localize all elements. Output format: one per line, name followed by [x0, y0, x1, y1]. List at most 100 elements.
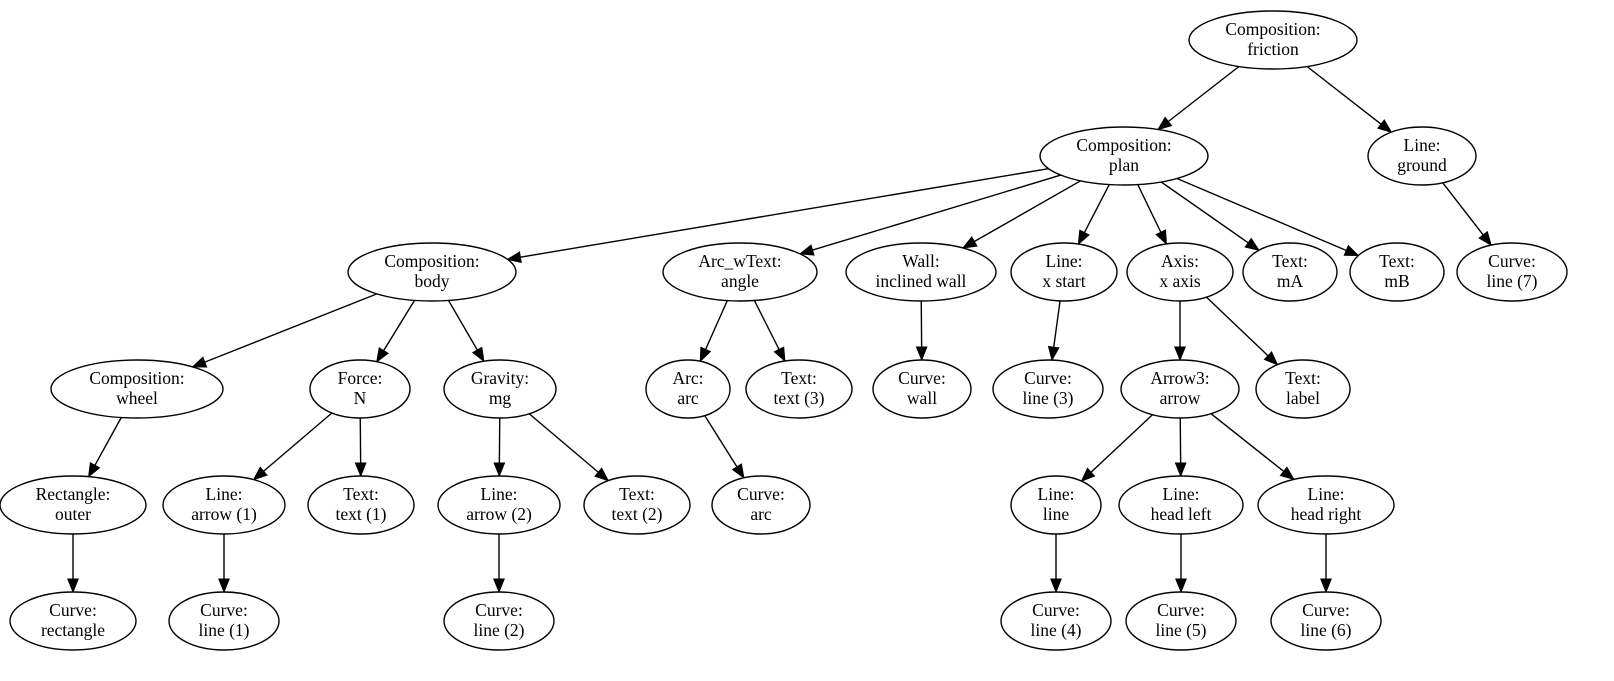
edge-wheel-to-rect_outer: [94, 417, 122, 466]
edge-arrowhead-wheel: [191, 356, 208, 368]
node-ellipse-curve_arc[interactable]: [711, 475, 811, 535]
node-type-label-curve_rect: Curve:: [49, 600, 97, 620]
node-ellipse-body[interactable]: [347, 242, 517, 302]
node-name-label-line4: line (4): [1030, 620, 1081, 640]
node-force_N[interactable]: Force:N: [309, 359, 411, 419]
node-name-label-wheel: wheel: [116, 388, 158, 408]
node-ellipse-inclined_wall[interactable]: [845, 242, 997, 302]
node-gravity_mg[interactable]: Gravity:mg: [443, 359, 557, 419]
node-name-label-mA: mA: [1277, 271, 1304, 291]
node-ellipse-plan[interactable]: [1039, 126, 1209, 186]
node-ellipse-line2[interactable]: [443, 591, 555, 651]
node-ellipse-mB[interactable]: [1349, 242, 1445, 302]
node-curve_arc[interactable]: Curve:arc: [711, 475, 811, 535]
nodes-layer: Composition:frictionComposition:planLine…: [0, 10, 1568, 651]
edge-x_axis-to-label: [1205, 296, 1269, 357]
node-type-label-force_N: Force:: [338, 368, 383, 388]
node-friction[interactable]: Composition:friction: [1188, 10, 1358, 70]
node-arrow1[interactable]: Line:arrow (1): [162, 475, 286, 535]
node-text2[interactable]: Text:text (2): [583, 475, 691, 535]
node-text3[interactable]: Text:text (3): [745, 359, 853, 419]
node-ellipse-label[interactable]: [1255, 359, 1351, 419]
node-ellipse-head_right[interactable]: [1257, 475, 1395, 535]
node-arrow3[interactable]: Arrow3:arrow: [1120, 359, 1240, 419]
node-type-label-line5: Curve:: [1157, 600, 1205, 620]
node-type-label-line7: Curve:: [1488, 251, 1536, 271]
node-line5[interactable]: Curve:line (5): [1125, 591, 1237, 651]
node-type-label-line4: Curve:: [1032, 600, 1080, 620]
node-line4[interactable]: Curve:line (4): [1000, 591, 1112, 651]
node-arc[interactable]: Arc:arc: [645, 359, 731, 419]
node-x_start[interactable]: Line:x start: [1010, 242, 1118, 302]
node-plan[interactable]: Composition:plan: [1039, 126, 1209, 186]
node-ellipse-line6[interactable]: [1270, 591, 1382, 651]
node-line2[interactable]: Curve:line (2): [443, 591, 555, 651]
node-line6[interactable]: Curve:line (6): [1270, 591, 1382, 651]
node-ellipse-x_axis[interactable]: [1126, 242, 1234, 302]
node-ellipse-text2[interactable]: [583, 475, 691, 535]
node-ellipse-angle[interactable]: [662, 242, 818, 302]
edge-arrowhead-head_right: [1279, 466, 1295, 481]
node-text1[interactable]: Text:text (1): [307, 475, 415, 535]
node-ellipse-gravity_mg[interactable]: [443, 359, 557, 419]
node-type-label-line3: Curve:: [1024, 368, 1072, 388]
node-x_axis[interactable]: Axis:x axis: [1126, 242, 1234, 302]
edge-arrowhead-inclined_wall: [961, 236, 978, 249]
node-ellipse-curve_rect[interactable]: [9, 591, 137, 651]
node-name-label-angle: angle: [721, 271, 759, 291]
node-ellipse-friction[interactable]: [1188, 10, 1358, 70]
node-curve_wall[interactable]: Curve:wall: [872, 359, 972, 419]
node-ellipse-line3[interactable]: [992, 359, 1104, 419]
node-head_left[interactable]: Line:head left: [1118, 475, 1244, 535]
node-ellipse-line_line[interactable]: [1010, 475, 1102, 535]
edge-arrowhead-line3: [1047, 345, 1060, 362]
node-ellipse-line5[interactable]: [1125, 591, 1237, 651]
edges-layer: [67, 65, 1493, 594]
edge-force_N-to-arrow1: [263, 412, 333, 472]
node-name-label-label: label: [1286, 388, 1320, 408]
node-name-label-line2: line (2): [473, 620, 524, 640]
node-ground[interactable]: Line:ground: [1367, 126, 1477, 186]
node-curve_rect[interactable]: Curve:rectangle: [9, 591, 137, 651]
node-ellipse-rect_outer[interactable]: [0, 475, 147, 535]
node-ellipse-curve_wall[interactable]: [872, 359, 972, 419]
node-inclined_wall[interactable]: Wall:inclined wall: [845, 242, 997, 302]
node-ellipse-line7[interactable]: [1456, 242, 1568, 302]
edge-arrowhead-line4: [1050, 578, 1062, 594]
node-head_right[interactable]: Line:head right: [1257, 475, 1395, 535]
node-ellipse-force_N[interactable]: [309, 359, 411, 419]
node-arrow2[interactable]: Line:arrow (2): [437, 475, 561, 535]
node-rect_outer[interactable]: Rectangle:outer: [0, 475, 147, 535]
node-line1[interactable]: Curve:line (1): [168, 591, 280, 651]
node-body[interactable]: Composition:body: [347, 242, 517, 302]
node-ellipse-arc[interactable]: [645, 359, 731, 419]
node-name-label-line3: line (3): [1022, 388, 1073, 408]
node-wheel[interactable]: Composition:wheel: [50, 359, 224, 419]
node-ellipse-text3[interactable]: [745, 359, 853, 419]
node-mA[interactable]: Text:mA: [1242, 242, 1338, 302]
edge-plan-to-x_start: [1083, 184, 1110, 233]
edge-arrowhead-text1: [354, 462, 367, 478]
node-label[interactable]: Text:label: [1255, 359, 1351, 419]
edge-arrowhead-arc: [699, 346, 712, 363]
node-ellipse-x_start[interactable]: [1010, 242, 1118, 302]
node-mB[interactable]: Text:mB: [1349, 242, 1445, 302]
node-ellipse-mA[interactable]: [1242, 242, 1338, 302]
node-name-label-plan: plan: [1109, 155, 1139, 175]
node-type-label-angle: Arc_wText:: [698, 251, 781, 271]
node-ellipse-head_left[interactable]: [1118, 475, 1244, 535]
node-ellipse-text1[interactable]: [307, 475, 415, 535]
node-ellipse-line4[interactable]: [1000, 591, 1112, 651]
node-ellipse-arrow2[interactable]: [437, 475, 561, 535]
node-line3[interactable]: Curve:line (3): [992, 359, 1104, 419]
edge-arrowhead-mA: [1244, 237, 1260, 252]
node-ellipse-wheel[interactable]: [50, 359, 224, 419]
node-ellipse-arrow3[interactable]: [1120, 359, 1240, 419]
node-ellipse-ground[interactable]: [1367, 126, 1477, 186]
node-ellipse-arrow1[interactable]: [162, 475, 286, 535]
node-line7[interactable]: Curve:line (7): [1456, 242, 1568, 302]
node-angle[interactable]: Arc_wText:angle: [662, 242, 818, 302]
node-ellipse-line1[interactable]: [168, 591, 280, 651]
node-line_line[interactable]: Line:line: [1010, 475, 1102, 535]
